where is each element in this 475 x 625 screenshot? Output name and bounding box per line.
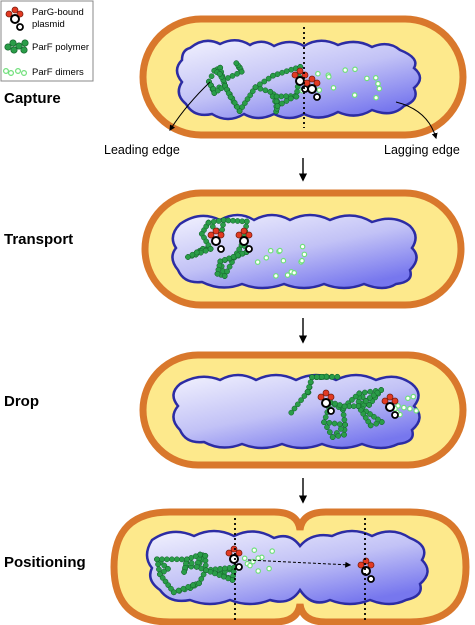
stage-label-positioning: Positioning <box>4 554 86 571</box>
stage-label-capture: Capture <box>4 90 61 107</box>
legend-polymer-text: ParF polymer <box>32 42 89 53</box>
stage-label-transport: Transport <box>4 231 73 248</box>
legend-parg-line2: plasmid <box>32 19 65 30</box>
leading-edge-label: Leading edge <box>104 143 180 157</box>
legend-dimer-text: ParF dimers <box>32 67 84 78</box>
cell-transport <box>145 193 461 305</box>
lagging-edge-label: Lagging edge <box>384 143 460 157</box>
cell-drop <box>143 355 463 465</box>
cell-positioning <box>114 512 466 622</box>
cell-capture <box>143 19 463 138</box>
legend: ParG-bound plasmid ParF polymer ParF dim… <box>1 1 93 81</box>
nucleoid <box>172 215 416 288</box>
legend-parg-line1: ParG-bound <box>32 7 84 18</box>
stage-label-drop: Drop <box>4 393 39 410</box>
nucleoid <box>173 375 419 448</box>
